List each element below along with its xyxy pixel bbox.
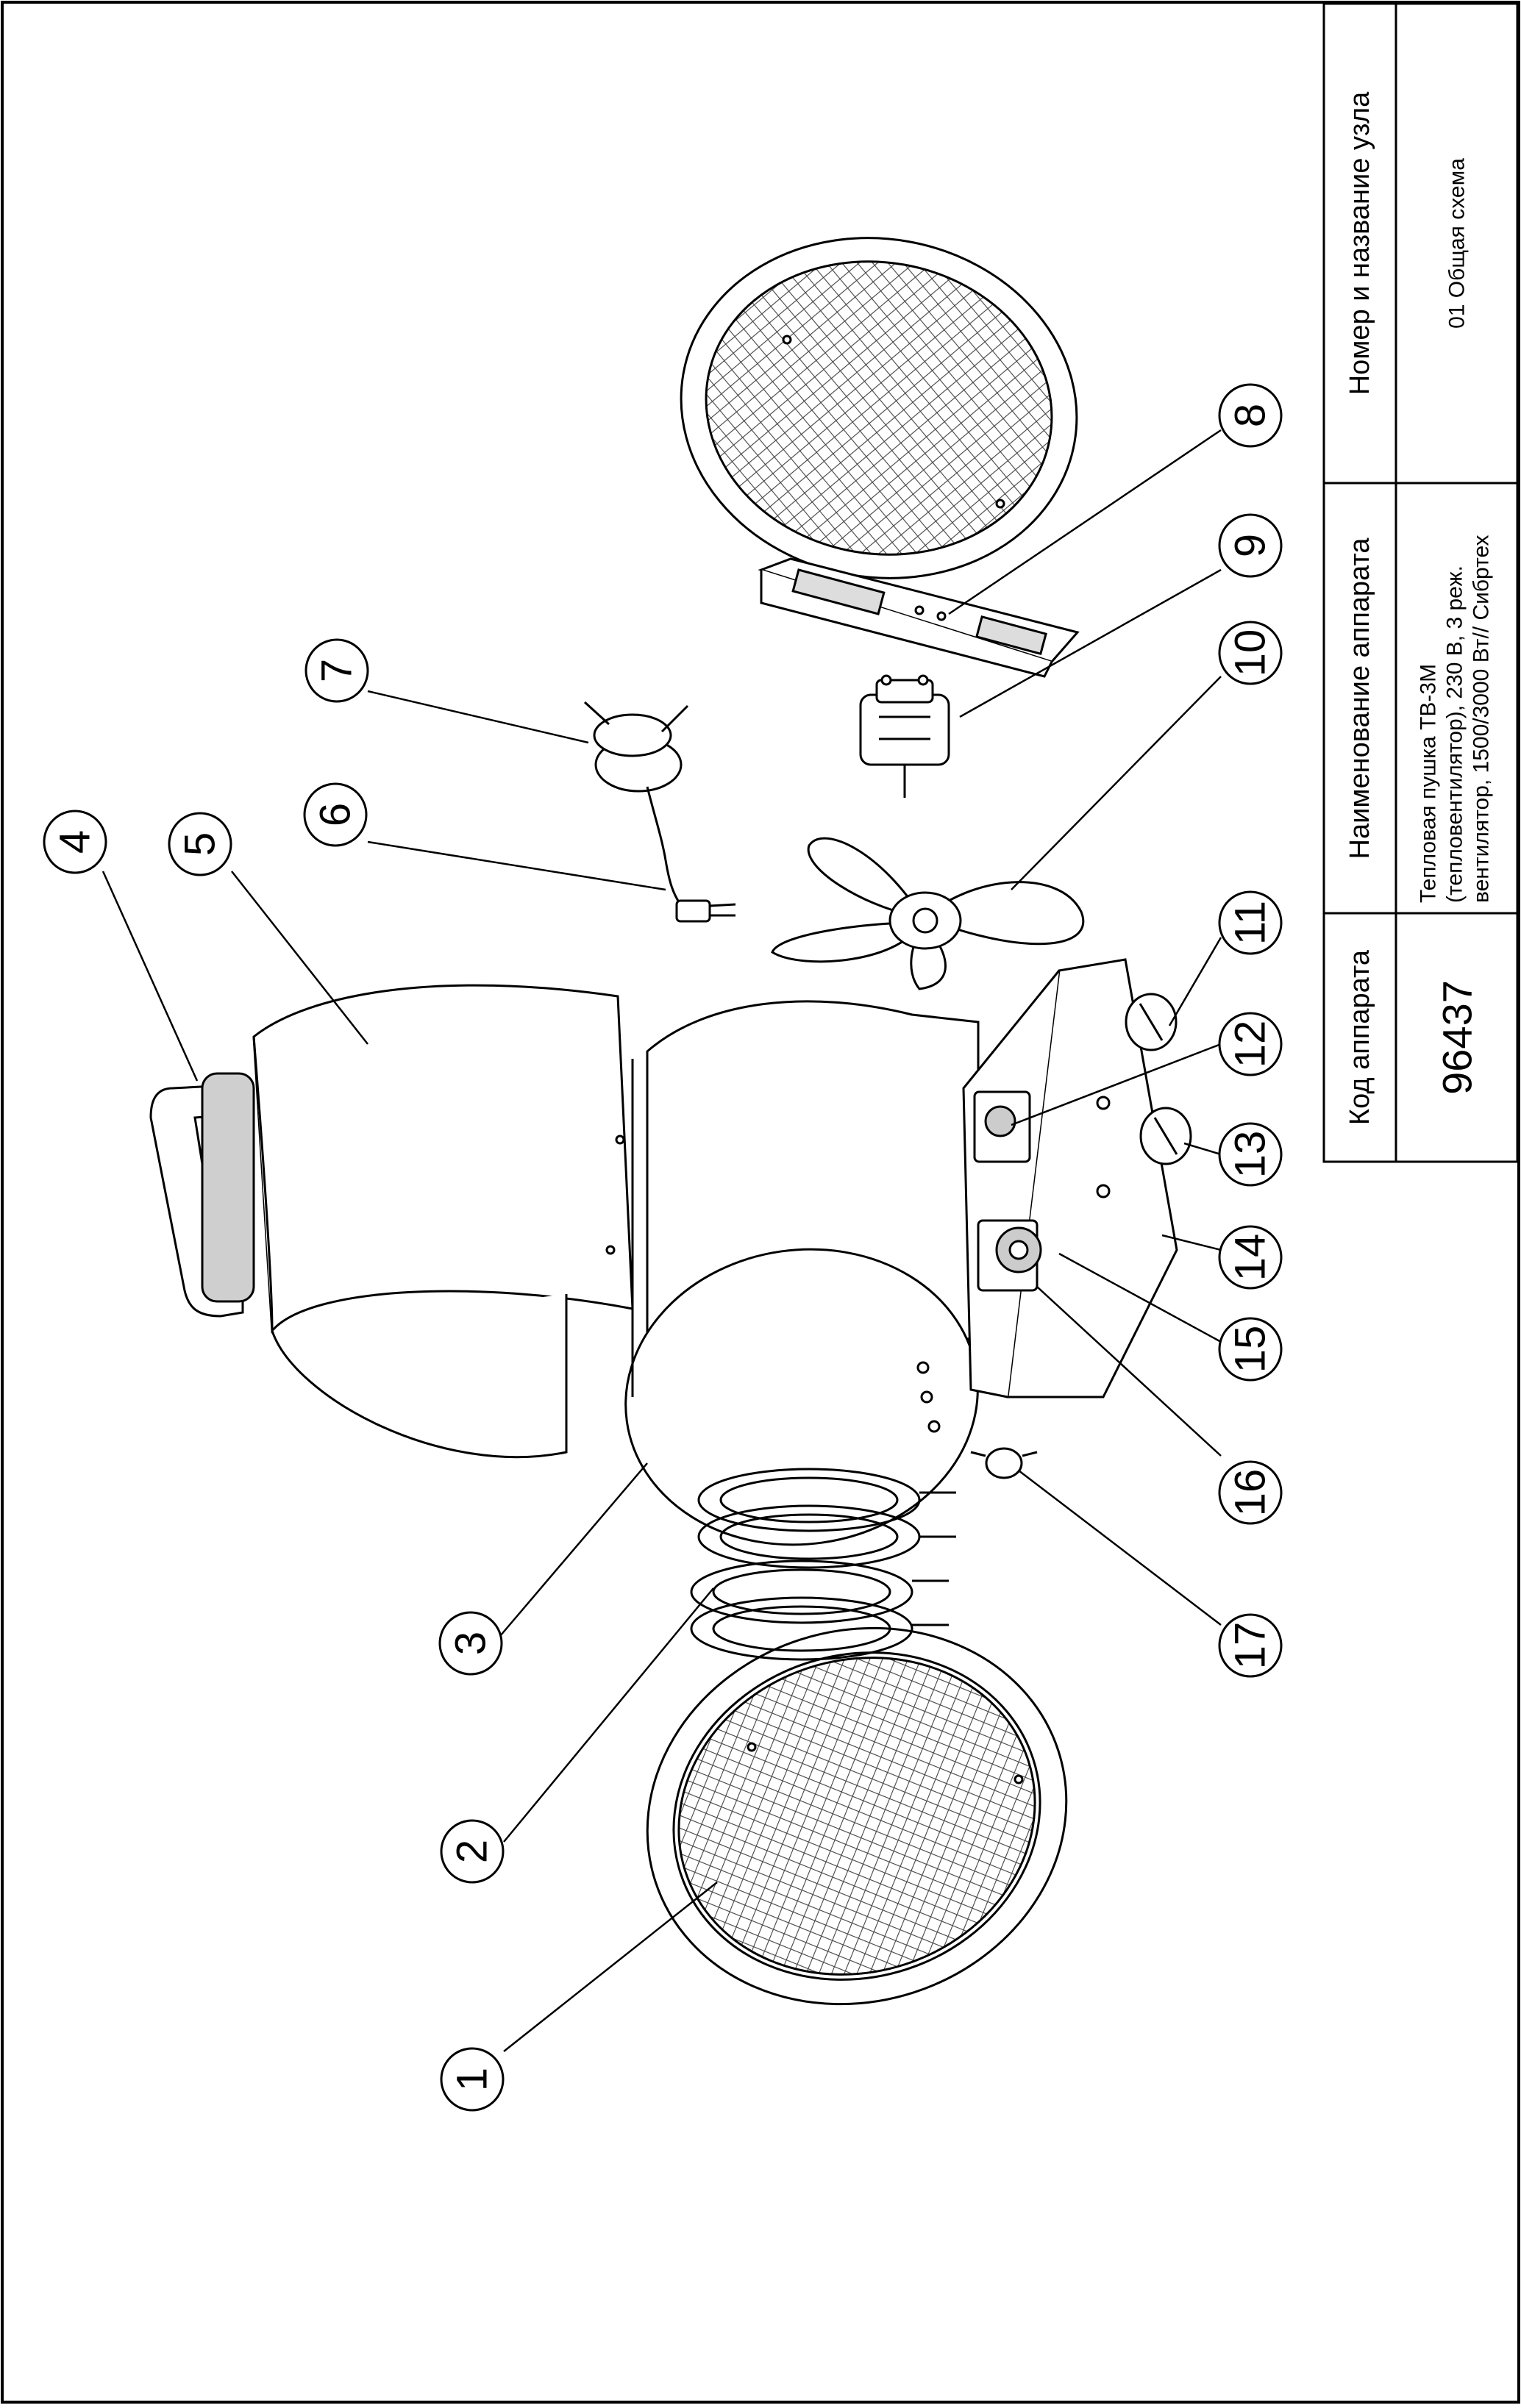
part-thermostat [977,1219,1042,1292]
callout-14: 14 [1227,1234,1275,1282]
title-block-text: Код аппарата Наименование аппарата Номер… [1344,91,1494,1125]
part-motor-bracket [758,557,1080,678]
name-line-3: вентилятор, 1500/3000 Вт// Сибртех [1470,535,1494,903]
callout-17: 17 [1227,1622,1275,1670]
header-name: Наименование аппарата [1344,537,1375,860]
header-code: Код аппарата [1344,949,1375,1125]
header-node: Номер и название узла [1344,91,1375,395]
callout-9: 9 [1227,534,1275,557]
part-fan-impeller [771,837,1085,990]
node-value: 01 Общая схема [1445,158,1470,329]
part-body [624,1000,980,1546]
part-rear-grille [680,237,1078,579]
callout-5: 5 [177,832,224,856]
part-cable-connector [664,860,736,923]
callout-10: 10 [1227,629,1275,677]
title-block [1322,2,1519,1163]
leader-lines [101,429,1222,2052]
part-knob-1 [1125,993,1178,1051]
part-upper-casing [252,984,634,1459]
code-value: 96437 [1434,980,1481,1095]
callout-16: 16 [1227,1469,1275,1517]
callout-12: 12 [1227,1021,1275,1068]
callout-4: 4 [51,830,99,854]
callout-circles [43,383,1283,2112]
callout-15: 15 [1227,1326,1275,1373]
callout-7: 7 [313,659,361,682]
part-knob-2 [1139,1107,1192,1165]
name-line-2: (тепловентилятор), 230 В, 3 реж. [1443,565,1467,903]
part-thermal-fuse [970,1447,1038,1479]
callout-8: 8 [1227,404,1275,427]
callout-1: 1 [449,2068,496,2091]
part-switch [973,1090,1031,1163]
callout-3: 3 [447,1632,495,1655]
callout-11: 11 [1227,901,1275,945]
part-power-plug [583,701,689,861]
name-line-1: Тепловая пушка ТВ-3М [1417,664,1441,903]
callout-6: 6 [312,803,360,826]
part-heating-elements [690,1468,956,1661]
callout-2: 2 [449,1840,496,1863]
part-motor [859,674,950,798]
callout-13: 13 [1227,1131,1275,1179]
part-handle [149,1072,255,1318]
callout-numbers: 1 2 3 4 5 6 7 8 9 10 11 12 13 14 15 16 1… [51,404,1275,2091]
part-front-grille [646,1626,1068,2006]
